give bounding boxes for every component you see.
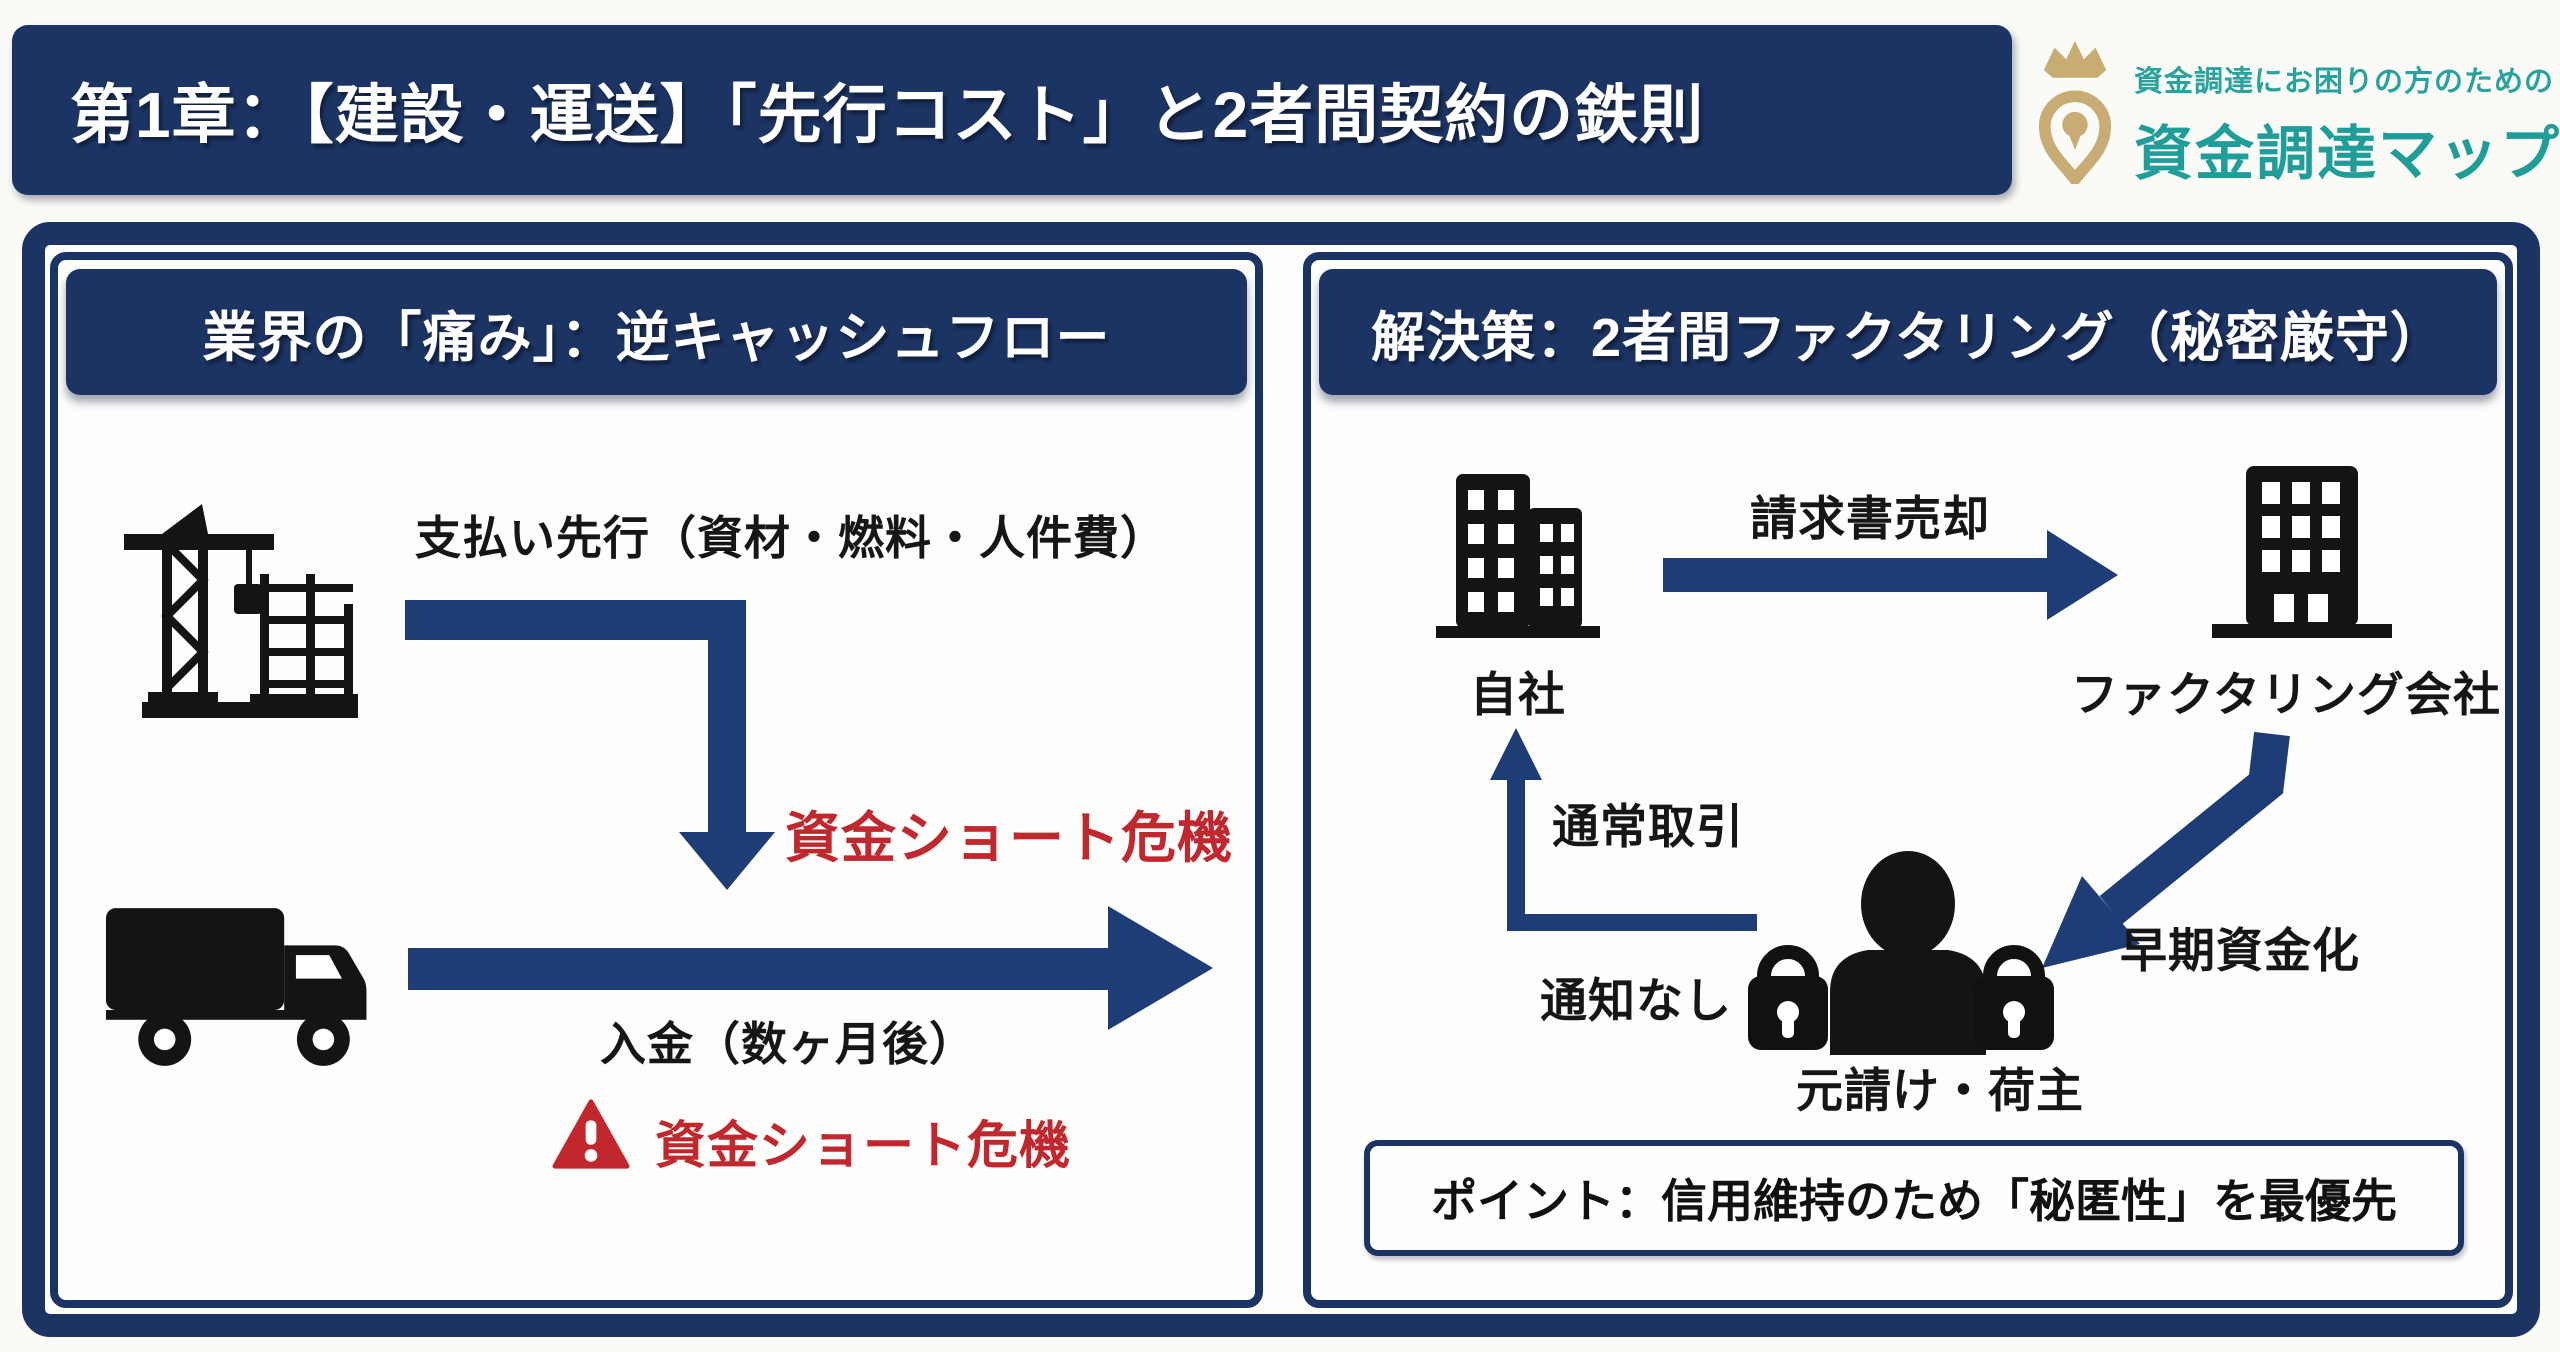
crane-icon bbox=[124, 504, 358, 718]
padlock-icon bbox=[1748, 945, 1828, 1050]
arrow-diagonal-icon bbox=[2042, 731, 2290, 968]
arrow-right-icon bbox=[1663, 530, 2118, 620]
building-icon bbox=[2212, 466, 2392, 638]
normal-trade-label: 通常取引 bbox=[1552, 800, 1744, 853]
page-title: 第1章：【建設・運送】「先行コスト」と2者間契約の鉄則 bbox=[70, 79, 1705, 151]
arrow-up-icon bbox=[1490, 728, 1757, 931]
point-box: ポイント：信用維持のため「秘匿性」を最優先 bbox=[1364, 1140, 2464, 1256]
header-band: 第1章：【建設・運送】「先行コスト」と2者間契約の鉄則 bbox=[12, 25, 2012, 195]
cash-crisis-label-2: 資金ショート危機 bbox=[655, 1117, 1072, 1174]
early-funding-label: 早期資金化 bbox=[2120, 924, 2360, 977]
company-label: 自社 bbox=[1470, 668, 1566, 721]
client-label: 元請け・荷主 bbox=[1796, 1064, 2084, 1117]
crown-map-pin-icon bbox=[2038, 40, 2112, 184]
truck-icon bbox=[105, 908, 367, 1066]
problem-panel-header: 業界の「痛み」：逆キャッシュフロー bbox=[66, 269, 1247, 395]
padlock-icon bbox=[1974, 945, 2054, 1050]
logo-brand: 資金調達マップ bbox=[2134, 121, 2560, 187]
point-label: ポイント：信用維持のため「秘匿性」を最優先 bbox=[1431, 1175, 2397, 1227]
problem-panel-title: 業界の「痛み」：逆キャッシュフロー bbox=[202, 307, 1111, 368]
logo-text: 資金調達にお困りの方のための 資金調達マップ bbox=[2134, 34, 2560, 191]
solution-panel-title: 解決策：2者間ファクタリング（秘密厳守） bbox=[1371, 307, 2445, 368]
brand-logo: 資金調達にお困りの方のための 資金調達マップ bbox=[2036, 34, 2560, 191]
person-icon bbox=[1748, 851, 2054, 1055]
arrow-down-icon bbox=[405, 600, 775, 890]
no-notice-label: 通知なし bbox=[1540, 974, 1732, 1027]
arrow-right-icon bbox=[408, 906, 1213, 1030]
warning-triangle-icon bbox=[552, 1099, 630, 1169]
logo-tagline: 資金調達にお困りの方のための bbox=[2134, 66, 2555, 98]
building-icon bbox=[1436, 474, 1600, 638]
problem-panel bbox=[50, 252, 1263, 1308]
cash-crisis-label-1: 資金ショート危機 bbox=[785, 807, 1234, 869]
solution-panel-header: 解決策：2者間ファクタリング（秘密厳守） bbox=[1319, 269, 2497, 395]
factoring-company-label: ファクタリング会社 bbox=[2070, 668, 2502, 721]
invoice-sale-label: 請求書売却 bbox=[1750, 492, 1990, 545]
pay-first-label: 支払い先行（資材・燃料・人件費） bbox=[415, 512, 1167, 564]
deposit-label: 入金（数ヶ月後） bbox=[600, 1018, 976, 1070]
